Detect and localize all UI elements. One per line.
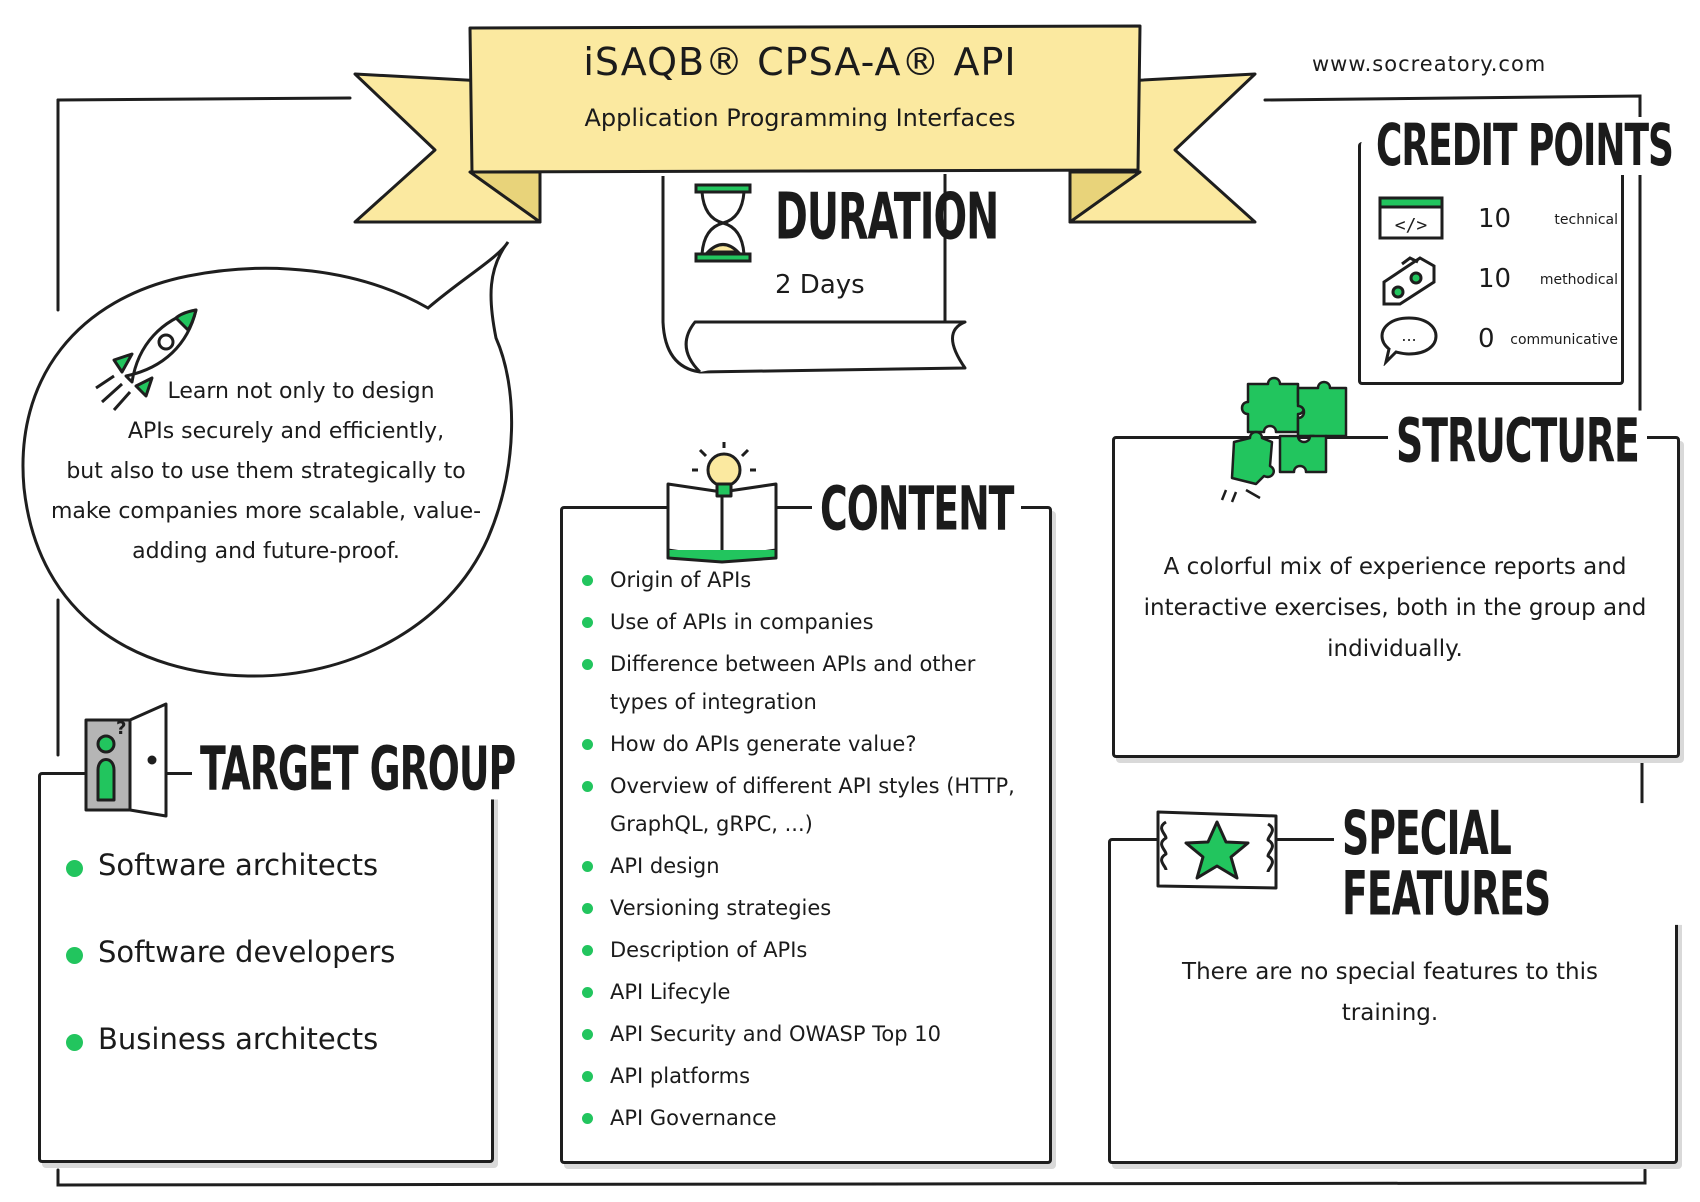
website-link[interactable]: www.socreatory.com <box>1312 52 1547 76</box>
target-group-item: Software architects <box>66 848 395 882</box>
content-heading: CONTENT <box>812 478 1022 540</box>
content-box <box>560 506 1052 1164</box>
content-item: Use of APIs in companies <box>582 603 1037 641</box>
banner-subtitle: Application Programming Interfaces <box>584 104 1016 132</box>
special-features-heading: SPECIAL FEATURES <box>1334 802 1700 925</box>
code-window-icon: </> <box>1378 196 1444 240</box>
credit-value-technical: 10 <box>1478 204 1512 234</box>
content-item: API Governance <box>582 1099 1037 1137</box>
duration-heading: DURATION <box>775 180 999 255</box>
speech-bubble-icon: ... <box>1380 316 1438 366</box>
content-item: API platforms <box>582 1057 1037 1095</box>
intro-text: Learn not only to design APIs securely a… <box>46 372 486 572</box>
intro-line: make companies more scalable, value- <box>50 499 482 524</box>
door-icon: ? <box>84 702 168 818</box>
hourglass-icon <box>694 183 752 263</box>
content-item: API Security and OWASP Top 10 <box>582 1015 1037 1053</box>
duration-scroll <box>661 174 967 374</box>
structure-text: A colorful mix of experience reports and… <box>1143 554 1647 662</box>
intro-line: adding and future-proof. <box>132 539 400 564</box>
target-group-item: Business architects <box>66 1022 395 1056</box>
book-lightbulb-icon <box>666 442 778 564</box>
content-item: API Lifecyle <box>582 973 1037 1011</box>
star-ticket-icon <box>1156 810 1278 890</box>
content-item: Origin of APIs <box>582 561 1037 599</box>
credit-label-communicative: communicative <box>1510 332 1618 348</box>
svg-text:?: ? <box>116 718 126 739</box>
content-item: How do APIs generate value? <box>582 725 1037 763</box>
target-group-box <box>38 772 494 1163</box>
banner-title: iSAQB® CPSA-A® API <box>583 40 1017 84</box>
intro-line: APIs securely and efficiently, <box>127 419 445 444</box>
credit-row-communicative: ... 0 communicative <box>1378 312 1618 368</box>
credit-row-methodical: 10 methodical <box>1378 252 1618 308</box>
puzzle-icon <box>1220 376 1348 503</box>
credit-value-methodical: 10 <box>1478 264 1512 294</box>
structure-box <box>1112 436 1680 758</box>
content-item: Overview of different API styles (HTTP, … <box>582 767 1037 843</box>
toolbox-icon <box>1382 256 1436 306</box>
target-group-item: Software developers <box>66 935 395 969</box>
svg-text:...: ... <box>1401 326 1416 345</box>
credit-row-technical: </> 10 technical <box>1378 192 1618 248</box>
credit-value-communicative: 0 <box>1478 324 1495 354</box>
content-item: Difference between APIs and other types … <box>582 645 1037 721</box>
duration-value: 2 Days <box>775 270 865 300</box>
credit-label-technical: technical <box>1554 212 1618 228</box>
content-item: API design <box>582 847 1037 885</box>
content-item: Description of APIs <box>582 931 1037 969</box>
target-group-heading: TARGET GROUP <box>192 738 524 800</box>
structure-heading: STRUCTURE <box>1388 410 1647 472</box>
title-banner <box>353 24 1257 224</box>
target-group-list: Software architects Software developers … <box>66 848 395 1109</box>
credit-label-methodical: methodical <box>1539 272 1618 288</box>
rocket-icon <box>95 308 198 411</box>
content-list: Origin of APIs Use of APIs in companies … <box>582 561 1037 1141</box>
special-features-text: There are no special features to this tr… <box>1182 959 1598 1026</box>
svg-text:</>: </> <box>1395 215 1428 236</box>
intro-line: Learn not only to design <box>167 379 435 404</box>
content-item: Versioning strategies <box>582 889 1037 927</box>
intro-line: but also to use them strategically to <box>66 459 466 484</box>
credit-points-heading: CREDIT POINTS <box>1368 117 1681 175</box>
